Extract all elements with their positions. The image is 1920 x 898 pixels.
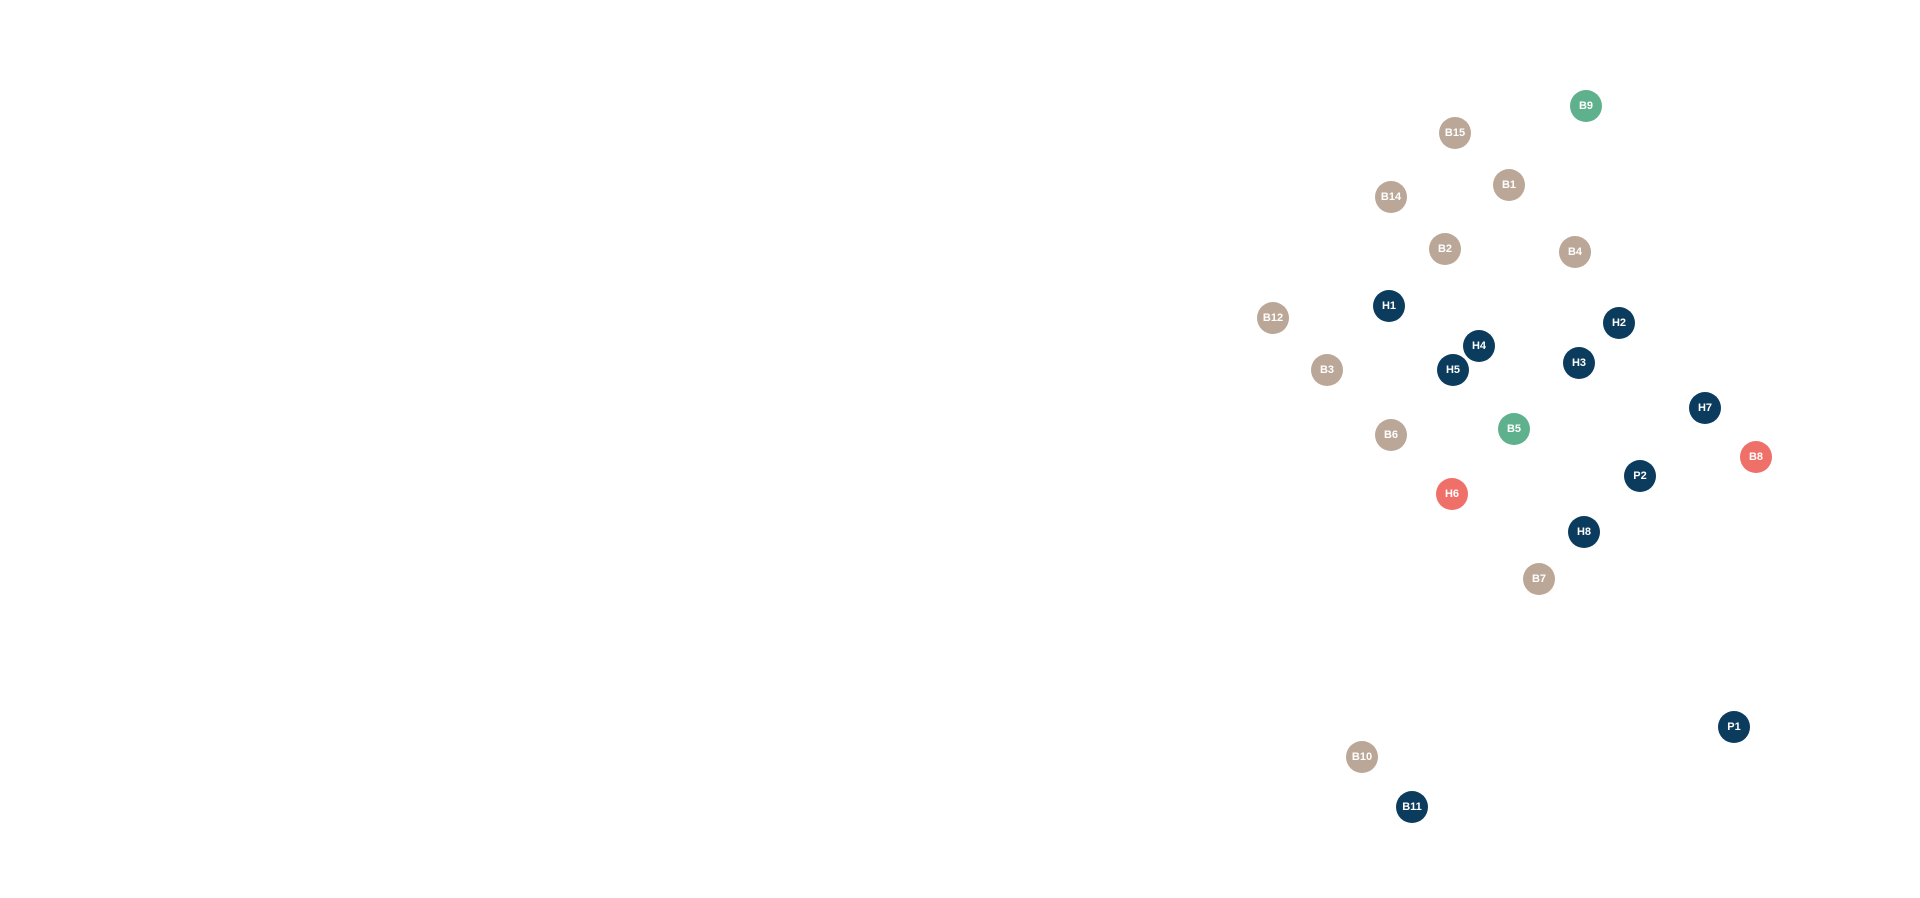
graph-node-label: B15 xyxy=(1444,126,1466,139)
graph-node-label: H1 xyxy=(1381,299,1397,312)
graph-node-label: B6 xyxy=(1383,428,1399,441)
graph-node-label: H5 xyxy=(1445,363,1461,376)
graph-node-label: H2 xyxy=(1611,316,1627,329)
graph-node-label: B14 xyxy=(1380,190,1402,203)
graph-node-label: B2 xyxy=(1437,242,1453,255)
graph-node-b1[interactable]: B1 xyxy=(1493,169,1525,201)
graph-node-b4[interactable]: B4 xyxy=(1559,236,1591,268)
graph-node-p1[interactable]: P1 xyxy=(1718,711,1750,743)
graph-node-b14[interactable]: B14 xyxy=(1375,181,1407,213)
graph-node-label: B1 xyxy=(1501,178,1517,191)
graph-node-b6[interactable]: B6 xyxy=(1375,419,1407,451)
graph-node-h1[interactable]: H1 xyxy=(1373,290,1405,322)
graph-node-label: B3 xyxy=(1319,363,1335,376)
graph-node-label: H8 xyxy=(1576,525,1592,538)
graph-node-label: B5 xyxy=(1506,422,1522,435)
graph-node-h8[interactable]: H8 xyxy=(1568,516,1600,548)
graph-node-h5[interactable]: H5 xyxy=(1437,354,1469,386)
graph-node-h2[interactable]: H2 xyxy=(1603,307,1635,339)
graph-node-label: B11 xyxy=(1402,800,1422,813)
graph-node-label: H6 xyxy=(1444,487,1460,500)
graph-node-b11[interactable]: B11 xyxy=(1396,791,1428,823)
graph-node-label: P1 xyxy=(1727,720,1741,733)
graph-node-b10[interactable]: B10 xyxy=(1346,741,1378,773)
graph-node-label: H4 xyxy=(1471,339,1487,352)
graph-node-label: B8 xyxy=(1748,450,1764,463)
graph-node-h4[interactable]: H4 xyxy=(1463,330,1495,362)
graph-node-b3[interactable]: B3 xyxy=(1311,354,1343,386)
graph-node-label: B10 xyxy=(1351,750,1373,763)
graph-node-b12[interactable]: B12 xyxy=(1257,302,1289,334)
graph-node-b5[interactable]: B5 xyxy=(1498,413,1530,445)
graph-node-b2[interactable]: B2 xyxy=(1429,233,1461,265)
graph-node-label: B12 xyxy=(1262,311,1284,324)
graph-node-h3[interactable]: H3 xyxy=(1563,347,1595,379)
graph-node-label: P2 xyxy=(1633,469,1647,482)
graph-node-label: B7 xyxy=(1531,572,1547,585)
graph-node-h6[interactable]: H6 xyxy=(1436,478,1468,510)
graph-node-b8[interactable]: B8 xyxy=(1740,441,1772,473)
graph-node-label: H3 xyxy=(1571,356,1587,369)
graph-node-label: B4 xyxy=(1567,245,1583,258)
graph-node-b7[interactable]: B7 xyxy=(1523,563,1555,595)
graph-node-label: B9 xyxy=(1578,99,1594,112)
graph-node-b9[interactable]: B9 xyxy=(1570,90,1602,122)
graph-node-h7[interactable]: H7 xyxy=(1689,392,1721,424)
graph-node-p2[interactable]: P2 xyxy=(1624,460,1656,492)
graph-node-b15[interactable]: B15 xyxy=(1439,117,1471,149)
graph-node-label: H7 xyxy=(1697,401,1713,414)
